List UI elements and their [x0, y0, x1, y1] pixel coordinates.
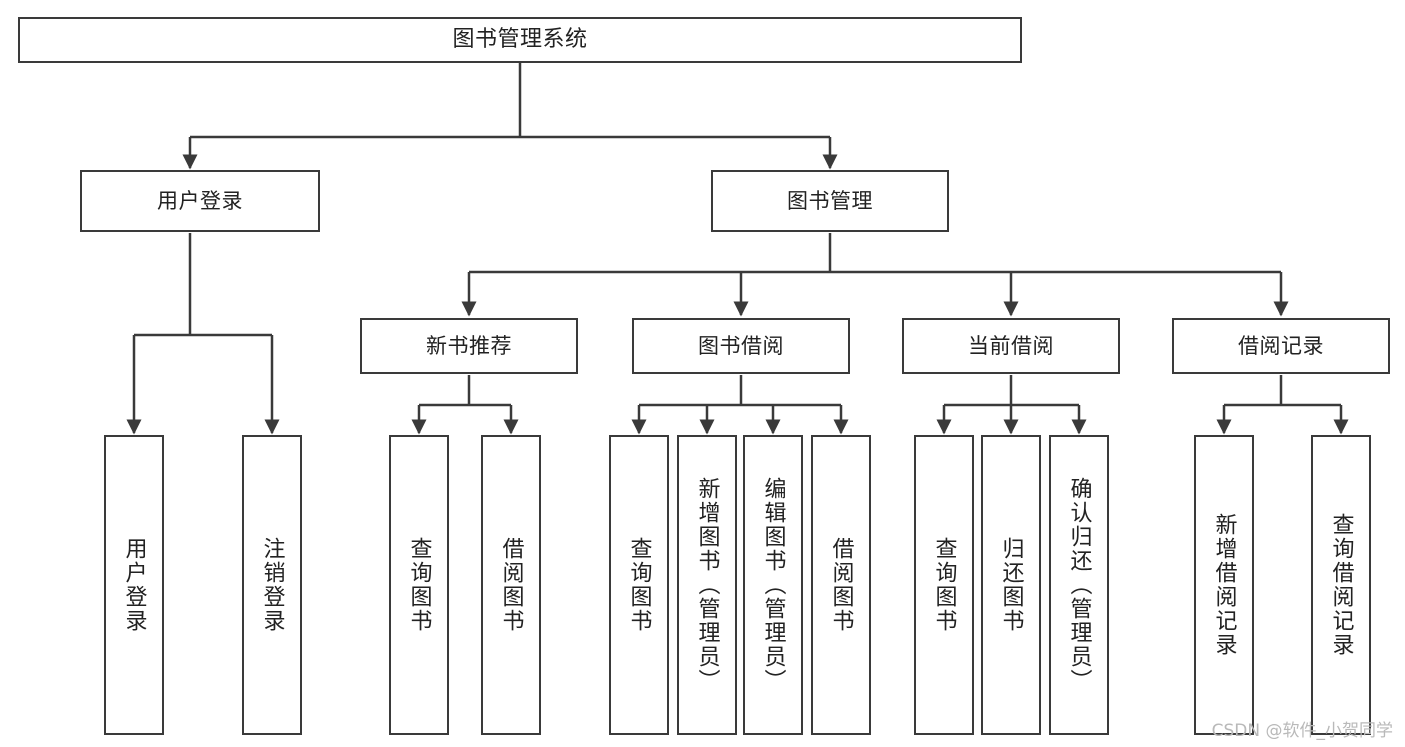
node-leaf-confirm-return-label: 确认归还（管理员） [1066, 477, 1092, 693]
node-leaf-user-login-label: 用户登录 [121, 537, 147, 633]
node-leaf-edit-book[interactable]: 编辑图书（管理员） [743, 435, 803, 735]
node-leaf-logout-login[interactable]: 注销登录 [242, 435, 302, 735]
node-leaf-confirm-return[interactable]: 确认归还（管理员） [1049, 435, 1109, 735]
node-leaf-borrow-book-2[interactable]: 借阅图书 [811, 435, 871, 735]
node-leaf-add-book-label: 新增图书（管理员） [694, 477, 720, 693]
node-leaf-user-login[interactable]: 用户登录 [104, 435, 164, 735]
node-leaf-query-book-2[interactable]: 查询图书 [609, 435, 669, 735]
node-leaf-query-book-1[interactable]: 查询图书 [389, 435, 449, 735]
node-leaf-query-book-3-label: 查询图书 [931, 537, 957, 633]
node-borrow-record[interactable]: 借阅记录 [1172, 318, 1390, 374]
node-new-book-recommend-label: 新书推荐 [426, 333, 512, 358]
node-current-borrow-label: 当前借阅 [968, 333, 1054, 358]
node-book-borrow[interactable]: 图书借阅 [632, 318, 850, 374]
node-leaf-add-record-label: 新增借阅记录 [1211, 513, 1237, 657]
node-book-manage-label: 图书管理 [787, 188, 873, 213]
node-book-borrow-label: 图书借阅 [698, 333, 784, 358]
node-leaf-add-record[interactable]: 新增借阅记录 [1194, 435, 1254, 735]
node-borrow-record-label: 借阅记录 [1238, 333, 1324, 358]
node-leaf-logout-login-label: 注销登录 [259, 537, 285, 633]
node-leaf-return-book[interactable]: 归还图书 [981, 435, 1041, 735]
node-leaf-borrow-book-1[interactable]: 借阅图书 [481, 435, 541, 735]
node-new-book-recommend[interactable]: 新书推荐 [360, 318, 578, 374]
node-leaf-query-record[interactable]: 查询借阅记录 [1311, 435, 1371, 735]
watermark-text: CSDN @软件_小贺同学 [1211, 721, 1393, 741]
node-user-login[interactable]: 用户登录 [80, 170, 320, 232]
node-leaf-add-book[interactable]: 新增图书（管理员） [677, 435, 737, 735]
node-leaf-query-book-1-label: 查询图书 [406, 537, 432, 633]
node-leaf-edit-book-label: 编辑图书（管理员） [760, 477, 786, 693]
node-root-label: 图书管理系统 [452, 27, 588, 53]
node-current-borrow[interactable]: 当前借阅 [902, 318, 1120, 374]
node-leaf-query-book-2-label: 查询图书 [626, 537, 652, 633]
node-leaf-query-book-3[interactable]: 查询图书 [914, 435, 974, 735]
node-root[interactable]: 图书管理系统 [18, 17, 1022, 63]
node-leaf-return-book-label: 归还图书 [998, 537, 1024, 633]
node-user-login-label: 用户登录 [157, 188, 243, 213]
node-leaf-borrow-book-2-label: 借阅图书 [828, 537, 854, 633]
node-book-manage[interactable]: 图书管理 [711, 170, 949, 232]
node-leaf-query-record-label: 查询借阅记录 [1328, 513, 1354, 657]
node-leaf-borrow-book-1-label: 借阅图书 [498, 537, 524, 633]
